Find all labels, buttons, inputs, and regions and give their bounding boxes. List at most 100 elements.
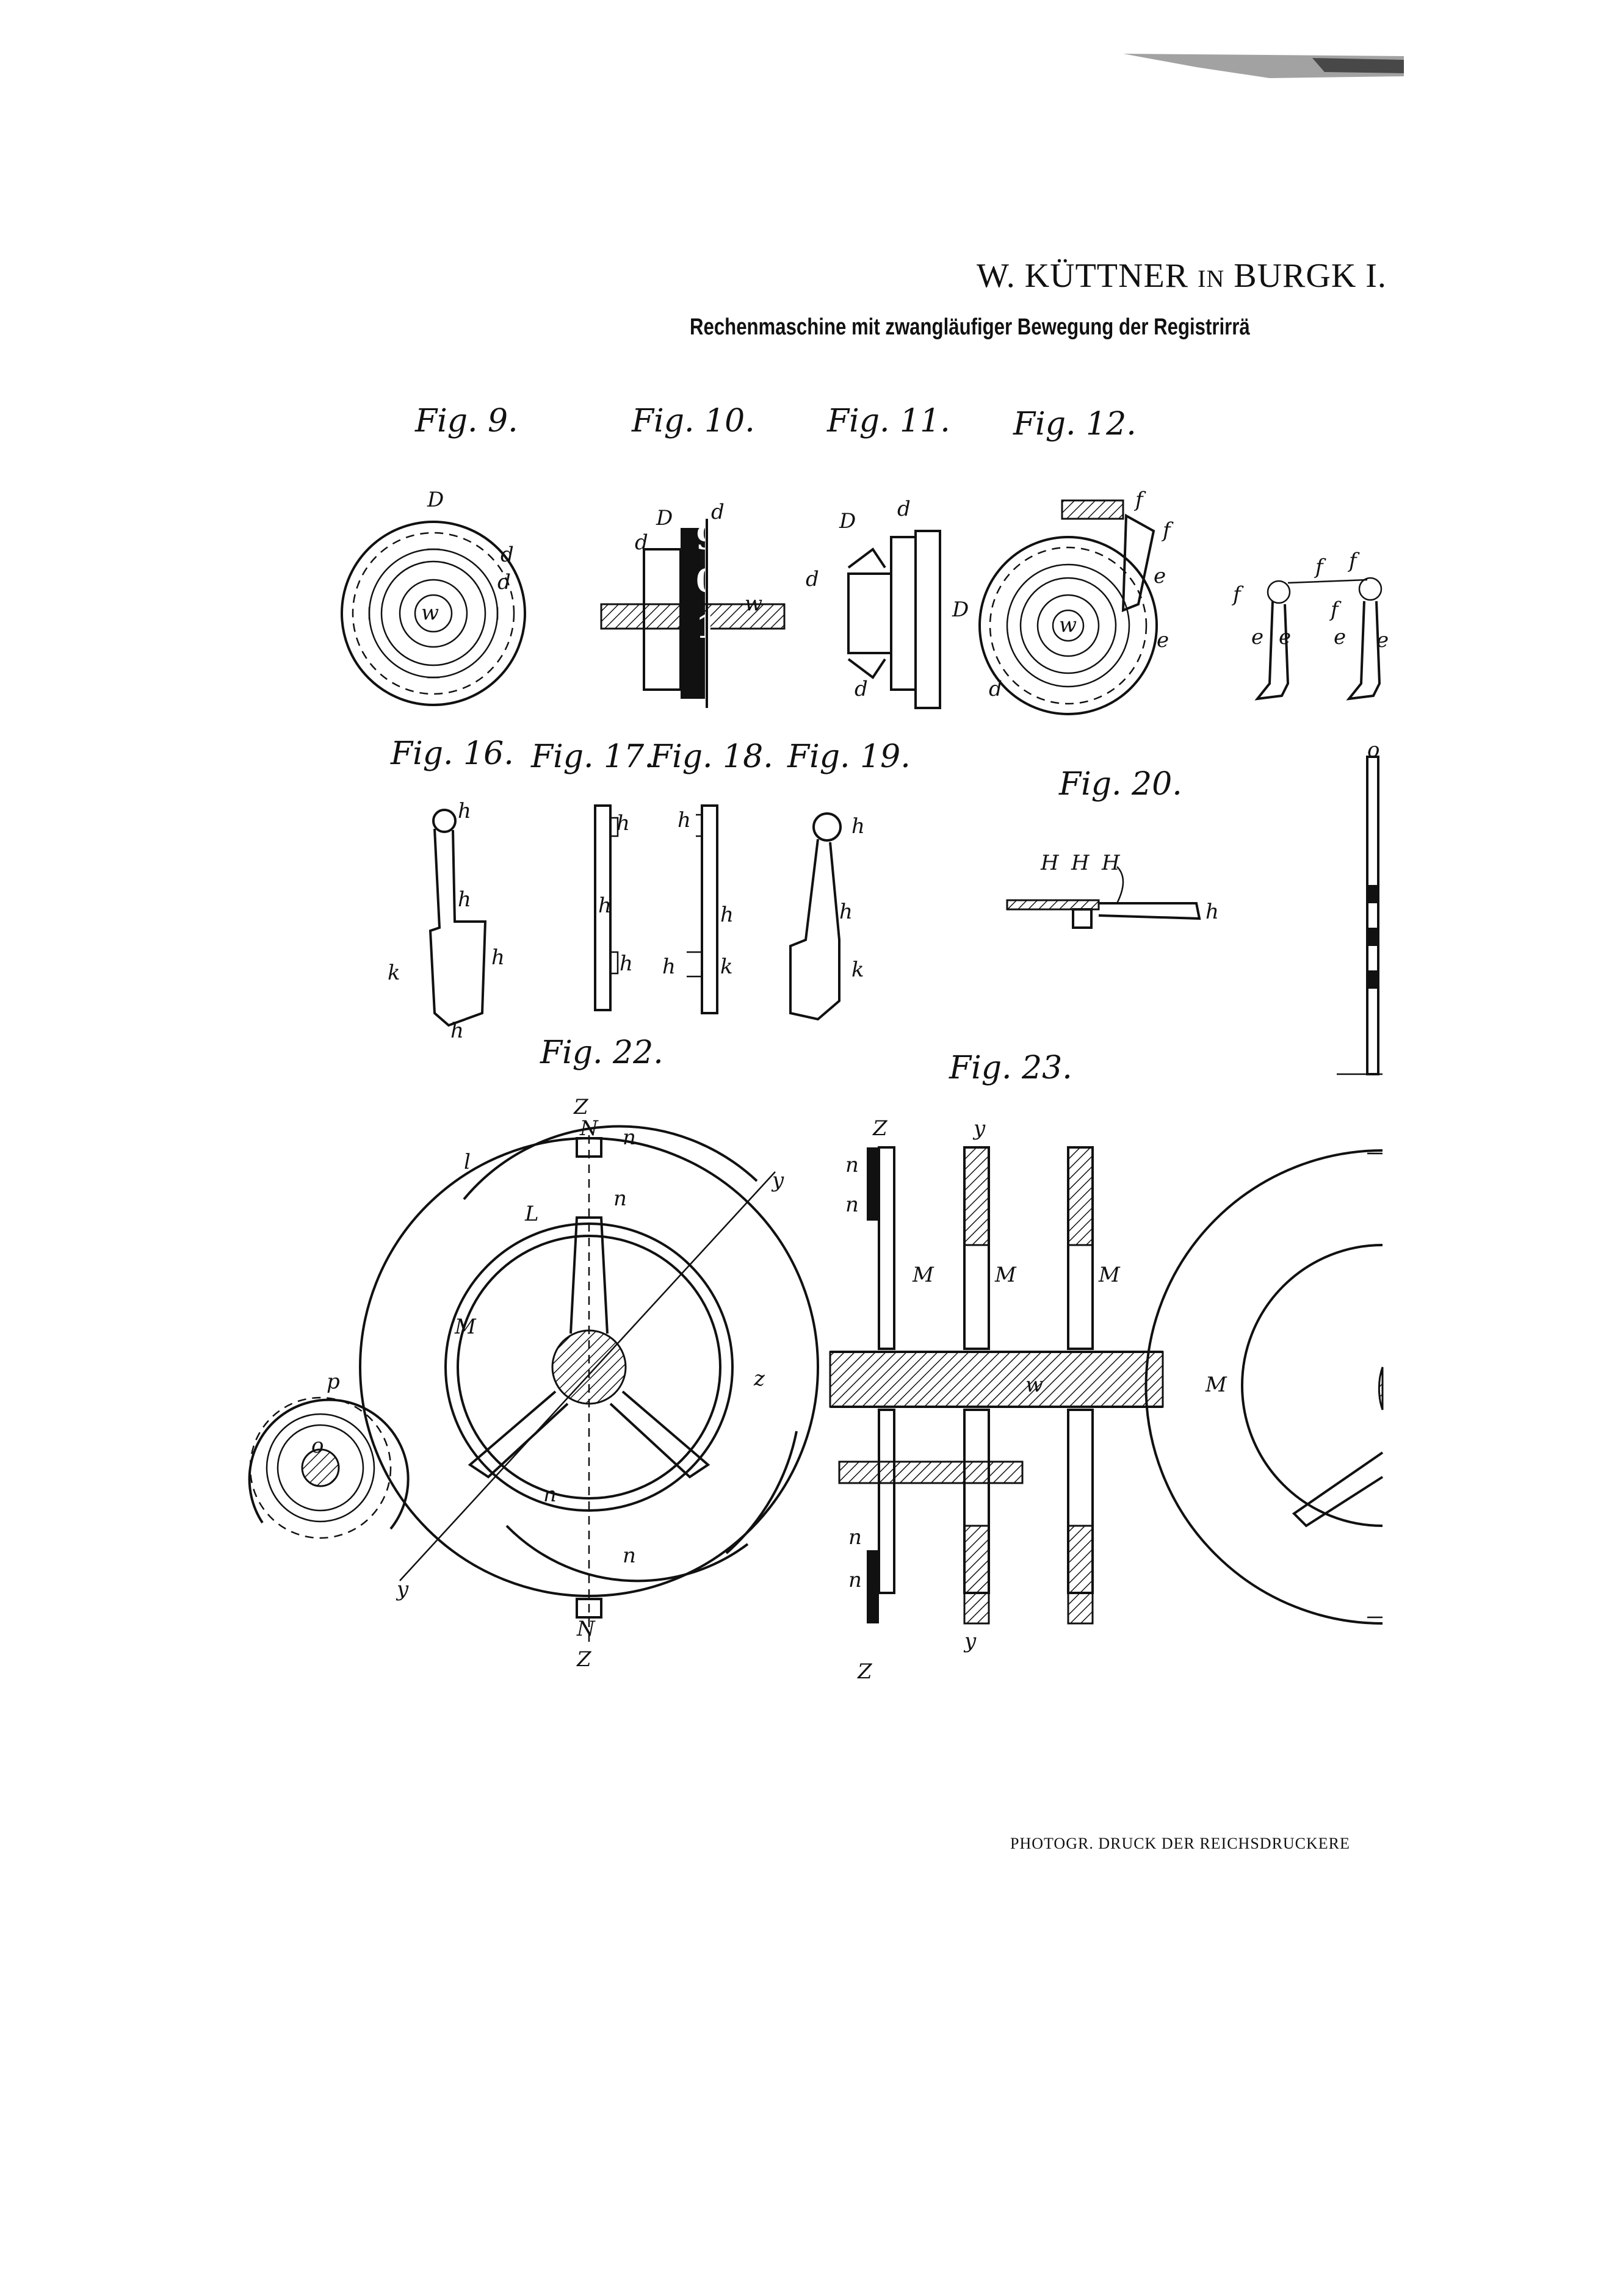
- svg-text:M: M: [1098, 1263, 1121, 1287]
- svg-text:D: D: [839, 509, 856, 533]
- svg-text:h: h: [491, 945, 505, 970]
- svg-text:Z: Z: [872, 1116, 888, 1141]
- svg-text:e: e: [1157, 628, 1169, 652]
- svg-text:h: h: [458, 887, 471, 912]
- svg-text:M: M: [454, 1315, 477, 1339]
- svg-text:f: f: [1347, 549, 1360, 573]
- svg-text:h: h: [450, 1019, 464, 1043]
- svg-text:Z: Z: [576, 1647, 592, 1672]
- fig20-drawing: H H H h: [1006, 851, 1219, 929]
- svg-text:d: d: [635, 530, 648, 555]
- svg-text:e: e: [1154, 564, 1166, 588]
- svg-text:M: M: [1205, 1373, 1227, 1397]
- svg-text:d: d: [497, 570, 511, 594]
- svg-text:D: D: [656, 506, 673, 530]
- svg-text:k: k: [851, 958, 864, 982]
- svg-text:o: o: [311, 1434, 324, 1458]
- fig19-drawing: h h k: [789, 812, 865, 1021]
- scan-artifact: [1123, 54, 1404, 78]
- fig17-drawing: h h h: [594, 804, 633, 1011]
- svg-text:Z: Z: [573, 1095, 589, 1119]
- fig9-label: Fig. 9.: [415, 403, 518, 439]
- fig11-label: Fig. 11.: [827, 403, 950, 439]
- fig19-label: Fig. 19.: [787, 738, 911, 775]
- fig12-drawing: f f e e d w: [978, 488, 1174, 715]
- fig23-drawing: w Z y n n M M M n n y Z: [829, 1116, 1164, 1684]
- svg-text:h: h: [851, 814, 865, 839]
- svg-text:e: e: [1251, 625, 1263, 649]
- svg-text:y: y: [963, 1629, 977, 1653]
- svg-text:n: n: [623, 1125, 636, 1150]
- svg-text:w: w: [745, 591, 762, 616]
- partial-wheel-drawing: M: [1144, 1149, 1384, 1625]
- svg-text:N: N: [579, 1116, 599, 1141]
- svg-text:p: p: [327, 1370, 340, 1394]
- svg-text:H: H: [1071, 851, 1090, 875]
- sheet-number: I.: [1365, 257, 1387, 295]
- svg-text:f: f: [1133, 488, 1146, 512]
- svg-text:y: y: [771, 1168, 784, 1193]
- inventor-name: W. KÜTTNER: [977, 257, 1189, 295]
- svg-text:n: n: [845, 1153, 859, 1177]
- fig22-drawing: Z N n l L n M y z y n n N Z: [359, 1095, 819, 1672]
- svg-text:l: l: [464, 1150, 471, 1174]
- svg-text:h: h: [1206, 900, 1219, 924]
- svg-text:d: d: [897, 497, 911, 521]
- patent-title: Rechenmaschine mit zwangläufiger Bewegun…: [690, 314, 1250, 340]
- svg-text:n: n: [623, 1543, 636, 1568]
- in-word: IN: [1198, 265, 1225, 292]
- svg-text:k: k: [720, 955, 733, 979]
- place-name: BURGK: [1234, 257, 1357, 295]
- svg-text:h: h: [458, 799, 471, 823]
- svg-text:D: D: [952, 597, 969, 622]
- svg-text:d: d: [711, 500, 725, 524]
- fig22-label: Fig. 22.: [540, 1034, 663, 1071]
- svg-text:f: f: [1161, 518, 1174, 543]
- svg-text:w: w: [1025, 1373, 1043, 1397]
- svg-text:w: w: [1059, 613, 1077, 637]
- svg-text:h: h: [616, 811, 630, 836]
- svg-text:f: f: [1314, 555, 1326, 579]
- svg-text:f: f: [1329, 597, 1342, 622]
- fig12-label: Fig. 12.: [1013, 406, 1137, 442]
- svg-text:e: e: [1376, 628, 1389, 652]
- svg-text:H: H: [1101, 851, 1121, 875]
- svg-text:h: h: [662, 955, 676, 979]
- fig18-label: Fig. 18.: [650, 738, 773, 775]
- svg-text:h: h: [720, 903, 734, 927]
- fig23-label: Fig. 23.: [949, 1050, 1072, 1086]
- svg-text:D: D: [427, 488, 444, 512]
- svg-text:M: M: [912, 1263, 934, 1287]
- svg-text:w: w: [421, 601, 439, 625]
- fig20-label: Fig. 20.: [1059, 766, 1182, 803]
- svg-text:h: h: [678, 808, 691, 832]
- svg-text:n: n: [848, 1568, 862, 1592]
- fig21-drawing: o: [1337, 738, 1383, 1075]
- fig10-label: Fig. 10.: [632, 403, 755, 439]
- fig17-label: Fig. 17.: [531, 738, 654, 775]
- fig16-label: Fig. 16.: [391, 735, 514, 772]
- svg-text:d: d: [501, 543, 514, 567]
- svg-text:o: o: [1367, 738, 1379, 762]
- fig10-drawing: 9 0 1 D d d w: [600, 500, 786, 708]
- svg-text:H: H: [1040, 851, 1060, 875]
- svg-text:f: f: [1231, 582, 1244, 607]
- svg-text:k: k: [388, 961, 400, 985]
- fig18-drawing: h h h k: [662, 804, 734, 1014]
- inventor-line: W. KÜTTNER IN BURGK I.: [977, 256, 1587, 295]
- svg-text:d: d: [806, 567, 819, 591]
- svg-text:d: d: [855, 677, 868, 701]
- fig16-drawing: h h k h h: [388, 799, 505, 1043]
- svg-text:d: d: [989, 677, 1002, 701]
- svg-text:y: y: [396, 1577, 409, 1601]
- fig11-drawing: D d d D d: [806, 497, 969, 709]
- levers-drawing: f f f f e e e e: [1231, 549, 1389, 701]
- svg-text:y: y: [972, 1116, 986, 1141]
- svg-text:N: N: [576, 1617, 596, 1641]
- svg-text:e: e: [1334, 625, 1346, 649]
- svg-text:h: h: [839, 900, 853, 924]
- printer-imprint: PHOTOGR. DRUCK DER REICHSDRUCKERE: [1010, 1835, 1350, 1852]
- svg-text:h: h: [620, 951, 633, 976]
- gear-drawing: p o: [248, 1370, 410, 1539]
